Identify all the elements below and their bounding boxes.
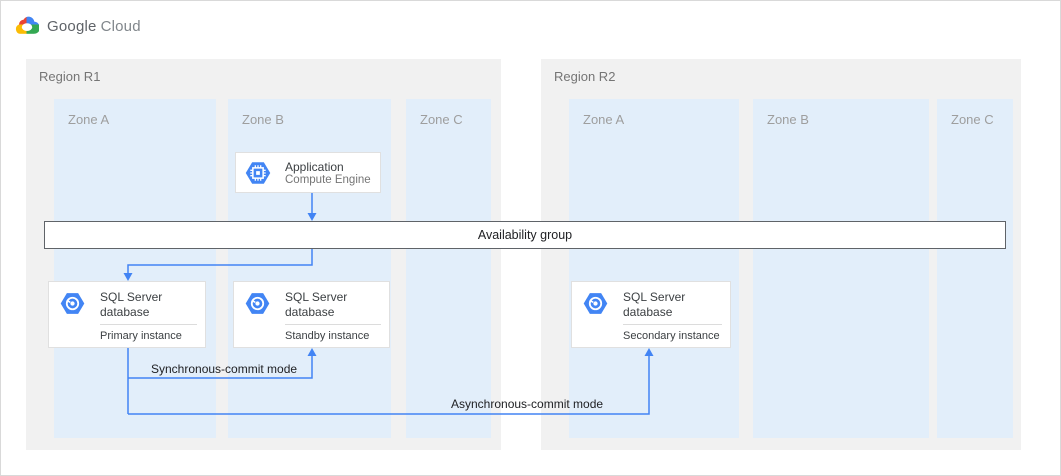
zone-r2-c: Zone C — [937, 99, 1013, 438]
divider — [100, 324, 197, 325]
zone-r2-b-label: Zone B — [767, 112, 809, 127]
zone-r2-c-label: Zone C — [951, 112, 994, 127]
sql-primary-title: SQL Server database — [100, 290, 163, 319]
sql-primary-node: SQL Server database Primary instance — [48, 281, 206, 348]
application-title: Application — [285, 160, 344, 174]
divider — [623, 324, 722, 325]
sql-primary-instance-label: Primary instance — [100, 330, 182, 342]
logo-google-text: Google — [47, 18, 97, 35]
async-commit-label: Asynchronous-commit mode — [451, 397, 604, 411]
compute-engine-icon — [244, 159, 272, 187]
zone-r2-b: Zone B — [753, 99, 929, 438]
sql-standby-node: SQL Server database Standby instance — [233, 281, 390, 348]
divider — [285, 324, 381, 325]
availability-group-label: Availability group — [477, 228, 573, 242]
sql-database-icon — [59, 290, 86, 317]
logo-cloud-text: Cloud — [100, 18, 141, 35]
zone-r2-a-label: Zone A — [583, 112, 625, 127]
application-subtitle: Compute Engine — [285, 174, 371, 186]
google-cloud-icon — [14, 14, 39, 39]
zone-r1-b: Zone B — [228, 99, 391, 438]
availability-group-bar: Availability group — [44, 221, 1006, 249]
zone-r1-c-label: Zone C — [420, 112, 463, 127]
region-r2: Region R2 Zone A Zone B Zone C — [541, 59, 1021, 450]
sql-secondary-title: SQL Server database — [623, 290, 686, 319]
zone-r1-b-label: Zone B — [242, 112, 284, 127]
sync-commit-label: Synchronous-commit mode — [151, 362, 298, 376]
application-node: Application Compute Engine — [235, 152, 381, 193]
region-r2-label: Region R2 — [554, 69, 616, 84]
region-r1: Region R1 Zone A Zone B Zone C — [26, 59, 501, 450]
zone-r1-c: Zone C — [406, 99, 491, 438]
sql-standby-instance-label: Standby instance — [285, 330, 370, 342]
sql-database-icon — [244, 290, 271, 317]
zone-r1-a-label: Zone A — [68, 112, 110, 127]
zone-r1-a: Zone A — [54, 99, 216, 438]
sql-secondary-node: SQL Server database Secondary instance — [571, 281, 731, 348]
region-r1-label: Region R1 — [39, 69, 101, 84]
sql-database-icon — [582, 290, 609, 317]
zone-r2-a: Zone A — [569, 99, 739, 438]
sql-secondary-instance-label: Secondary instance — [623, 330, 720, 342]
sql-standby-title: SQL Server database — [285, 290, 348, 319]
